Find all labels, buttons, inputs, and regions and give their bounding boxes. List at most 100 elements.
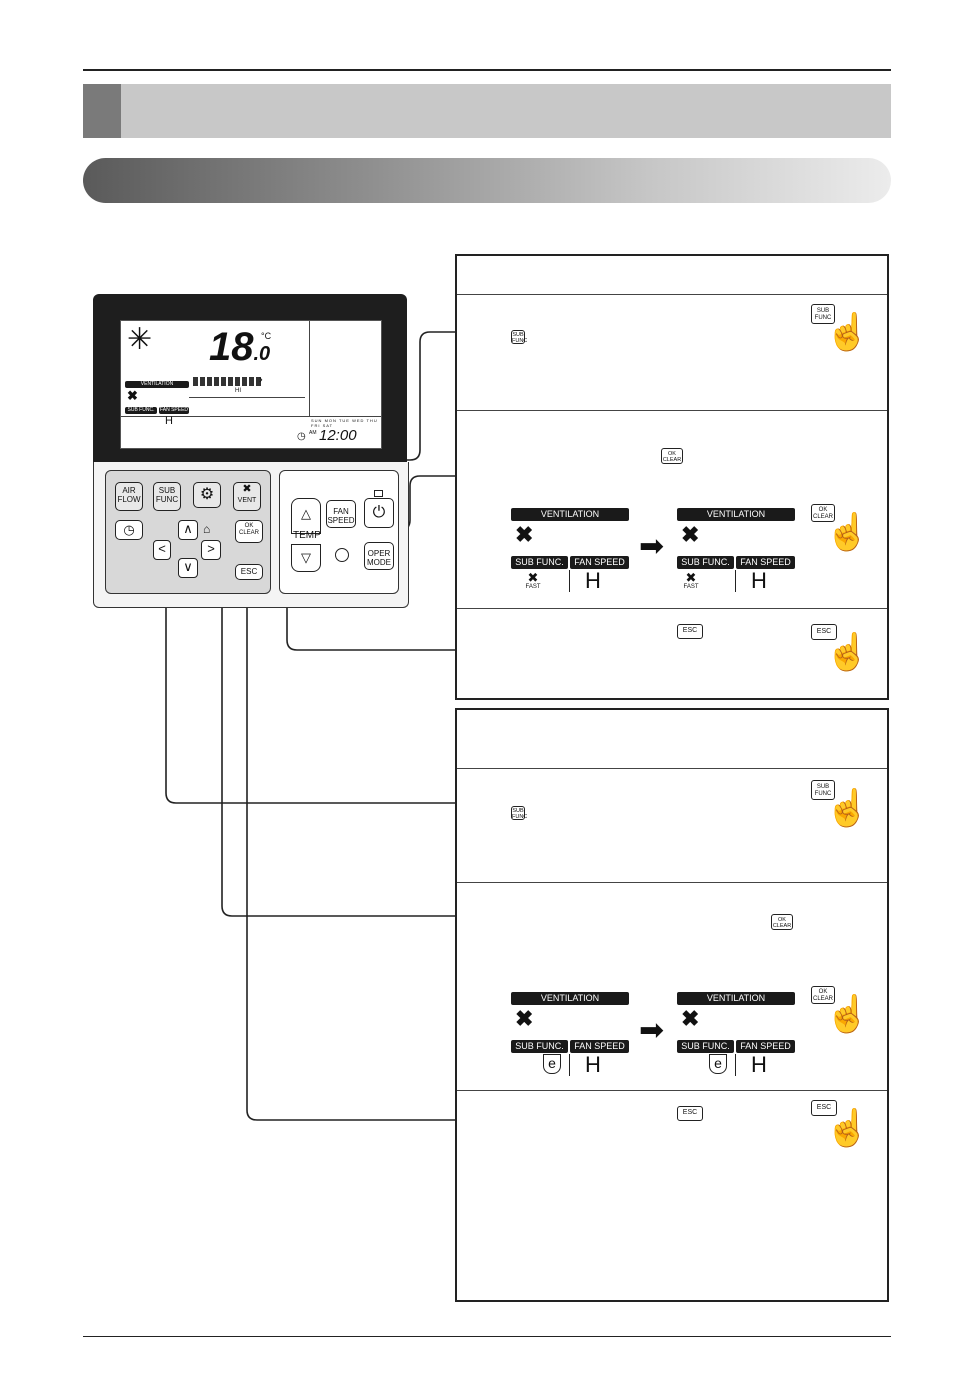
temp-label: TEMP xyxy=(293,530,321,541)
clock-icon: ◷ xyxy=(123,522,135,537)
ok-clear-button[interactable]: OK CLEAR xyxy=(235,520,263,543)
panel2-hand-okclear-button: OK CLEAR xyxy=(811,986,835,1004)
panel2-before-subfunc-label: SUB FUNC. xyxy=(511,1040,568,1053)
panel1-before-vent-icon: ✖ xyxy=(515,522,534,547)
snowflake-icon: ✳ xyxy=(127,323,153,356)
lcd-temperature: 18.0 xyxy=(209,327,270,374)
energy-saving-panel: SUB FUNC OK CLEAR ESC VENTILATION ✖ SUB … xyxy=(455,708,889,1302)
panel1-before-fanspeed-label: FAN SPEED xyxy=(570,556,629,569)
panel1-after-divider xyxy=(735,570,736,592)
panel2-after-divider xyxy=(735,1054,736,1076)
panel2-sep-3 xyxy=(457,1090,887,1091)
down-arrow-button[interactable]: ∨ xyxy=(178,558,198,578)
panel1-sep-2 xyxy=(457,410,887,411)
panel2-sep-1 xyxy=(457,768,887,769)
chevron-down-icon: ∨ xyxy=(183,559,193,574)
title-tab xyxy=(83,84,121,138)
lcd-fan-bars xyxy=(193,377,261,386)
temp-value: 18 xyxy=(209,325,254,369)
panel1-sep-3 xyxy=(457,608,887,609)
panel2-before-ventilation-label: VENTILATION xyxy=(511,992,629,1005)
temp-decimal: .0 xyxy=(253,343,271,365)
lcd-vent-icon: ✖ xyxy=(127,388,138,403)
power-icon: ⏻ xyxy=(372,504,386,521)
panel1-step1-subfunc-icon: SUB FUNC xyxy=(511,330,528,344)
settings-button[interactable]: ⚙ xyxy=(193,482,221,508)
panel2-after-fanspeed-label: FAN SPEED xyxy=(736,1040,795,1053)
temp-unit: °C xyxy=(261,331,272,341)
up-arrow-button[interactable]: ∧ xyxy=(178,520,198,540)
lcd-fanspeed-label: FAN SPEED xyxy=(159,407,189,414)
panel2-after-vent-icon: ✖ xyxy=(681,1006,700,1031)
esc-button[interactable]: ESC xyxy=(235,564,263,580)
panel2-after-speed: H xyxy=(751,1052,767,1077)
panel1-arrow-icon: ➡ xyxy=(639,530,665,563)
fast-fan-icon: ✖ xyxy=(685,570,697,585)
top-rule xyxy=(83,69,891,71)
lcd-fanspeed-value: H xyxy=(165,415,173,427)
panel1-before-subfunc-label: SUB FUNC. xyxy=(511,556,568,569)
panel2-before-vent-icon: ✖ xyxy=(515,1006,534,1031)
panel1-after-speed: H xyxy=(751,568,767,593)
left-arrow-button[interactable]: < xyxy=(153,540,171,560)
panel1-before-mode: FAST xyxy=(525,584,541,590)
bottom-rule xyxy=(83,1336,891,1337)
panel2-sep-2 xyxy=(457,882,887,883)
subsection-title-pill xyxy=(83,158,891,203)
panel1-after-vent-icon: ✖ xyxy=(681,522,700,547)
home-icon: ⌂ xyxy=(203,522,211,536)
panel1-after-ventilation-label: VENTILATION xyxy=(677,508,795,521)
panel1-step3-esc-icon: ESC xyxy=(677,624,703,639)
vent-button[interactable]: ✖ VENT xyxy=(233,482,261,511)
panel2-before-divider xyxy=(569,1054,570,1076)
panel1-before-ventilation-label: VENTILATION xyxy=(511,508,629,521)
lcd-fan-level: HI xyxy=(235,388,241,394)
panel2-step2-okclear-icon: OK CLEAR xyxy=(771,914,793,930)
panel1-after-fanspeed-label: FAN SPEED xyxy=(736,556,795,569)
panel2-step3-esc-icon: ESC xyxy=(677,1106,703,1121)
hand-pointer-icon: ☝ xyxy=(825,311,870,352)
panel2-before-speed: H xyxy=(585,1052,601,1077)
sensor-circle xyxy=(335,548,349,562)
lcd-divider-v xyxy=(309,321,310,416)
panel2-arrow-icon: ➡ xyxy=(639,1014,665,1047)
lcd-subfunc-label: SUB FUNC. xyxy=(125,407,157,414)
temp-down-button[interactable]: ▽ xyxy=(291,544,321,572)
right-arrow-button[interactable]: > xyxy=(201,540,221,560)
vent-icon: ✖ xyxy=(242,483,252,495)
power-button[interactable]: ⏻ xyxy=(364,498,394,528)
lcd-divider-h2 xyxy=(121,416,381,417)
section-title-bar xyxy=(83,84,891,138)
lcd-clock-ampm: AM xyxy=(309,430,317,436)
panel2-hand-esc-button: ESC xyxy=(811,1100,837,1116)
air-flow-button[interactable]: AIR FLOW xyxy=(115,482,143,511)
sub-func-button[interactable]: SUB FUNC xyxy=(153,482,181,511)
temp-up-button[interactable]: △ xyxy=(291,498,321,534)
hand-pointer-icon: ☝ xyxy=(825,511,870,552)
triangle-down-icon: ▽ xyxy=(301,550,311,565)
hand-pointer-icon: ☝ xyxy=(825,787,870,828)
timer-button[interactable]: ◷ xyxy=(115,520,143,540)
panel1-after-subfunc-label: SUB FUNC. xyxy=(677,556,734,569)
panel2-after-ventilation-label: VENTILATION xyxy=(677,992,795,1005)
panel2-after-subfunc-label: SUB FUNC. xyxy=(677,1040,734,1053)
panel1-after-fast-icon: ✖FAST xyxy=(677,571,705,590)
remote-controller: ✳ 18.0 °C › HI VENTILATION ✖ SUB FUNC. F… xyxy=(93,294,409,612)
panel1-sep-1 xyxy=(457,294,887,295)
oper-mode-button[interactable]: OPER MODE xyxy=(364,542,394,570)
panel2-before-fanspeed-label: FAN SPEED xyxy=(570,1040,629,1053)
panel1-after-mode: FAST xyxy=(683,584,699,590)
lcd-clock-time: 12:00 xyxy=(319,427,357,444)
lcd-screen: ✳ 18.0 °C › HI VENTILATION ✖ SUB FUNC. F… xyxy=(120,320,382,449)
chevron-left-icon: < xyxy=(158,541,166,556)
fan-speed-button[interactable]: FAN SPEED xyxy=(326,500,356,528)
vent-label: VENT xyxy=(237,497,257,504)
panel1-hand-okclear-button: OK CLEAR xyxy=(811,504,835,522)
panel1-before-speed: H xyxy=(585,568,601,593)
hand-pointer-icon: ☝ xyxy=(825,631,870,672)
panel2-before-eco-icon: e xyxy=(543,1054,561,1074)
lcd-weekdays: SUN MON TUE WED THU FRI SAT xyxy=(311,418,378,428)
lcd-fan-arrow: › xyxy=(259,374,263,386)
gear-icon: ⚙ xyxy=(199,486,215,503)
triangle-up-icon: △ xyxy=(301,506,311,521)
